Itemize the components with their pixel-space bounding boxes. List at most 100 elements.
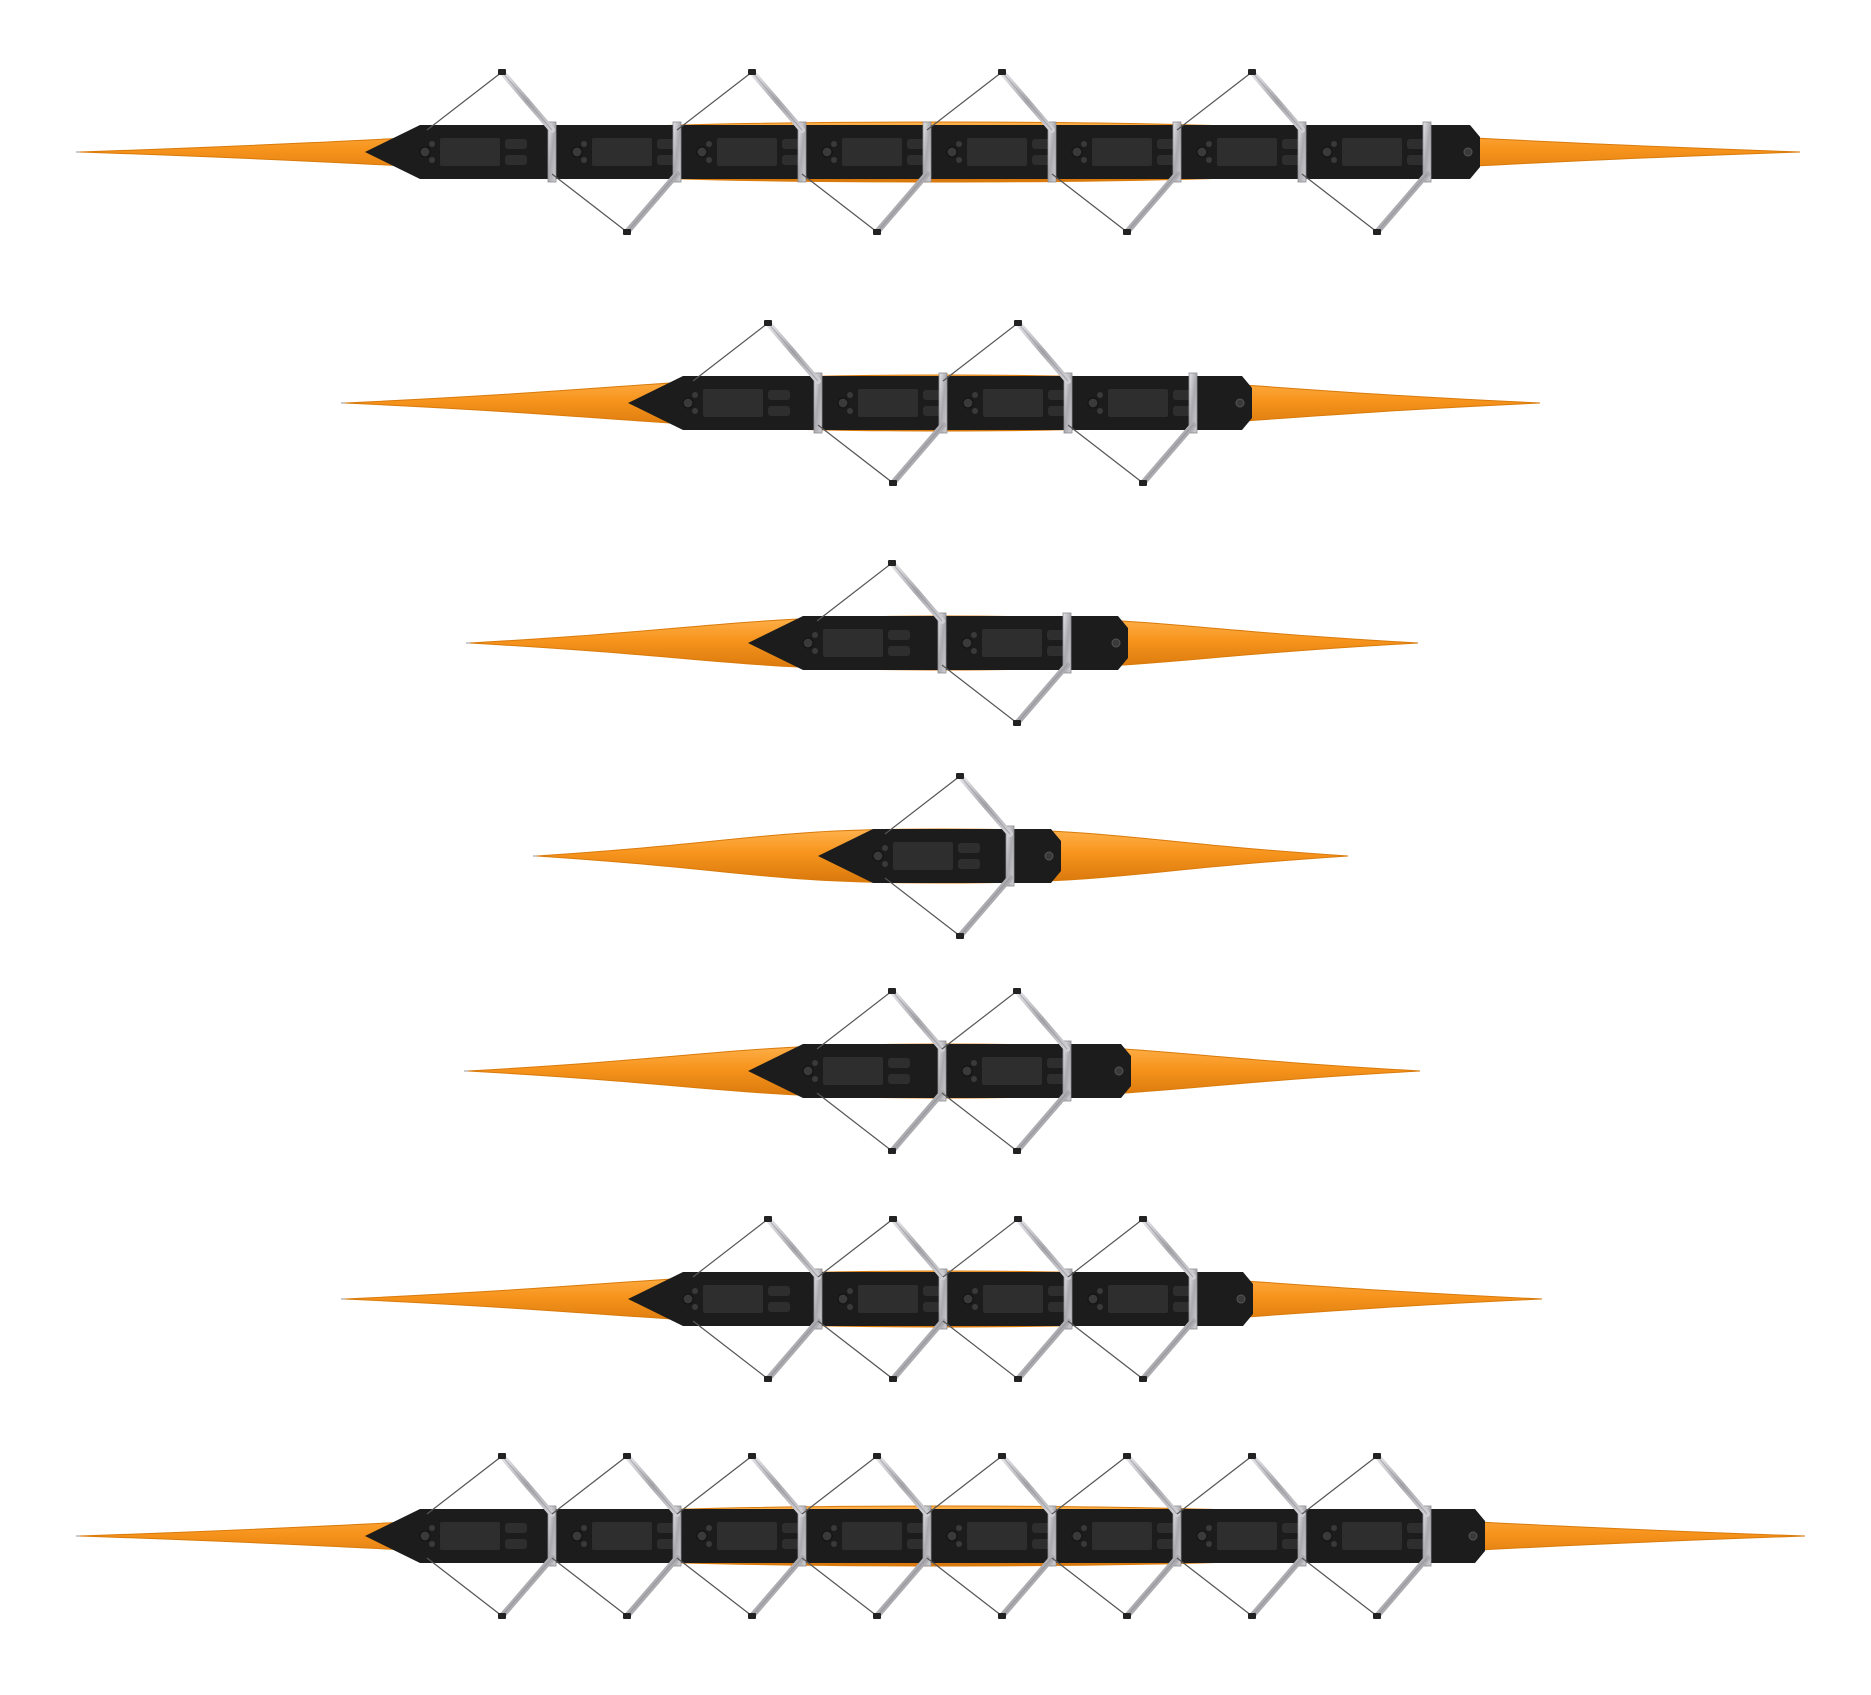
oarlock — [889, 1216, 897, 1222]
rigger-crossbar — [547, 1505, 557, 1567]
footstretcher — [768, 406, 790, 416]
rigger-stay — [884, 877, 961, 937]
seat-bolt — [882, 861, 888, 867]
seat-bolt — [972, 1288, 978, 1294]
rigger-crossbar — [1297, 1505, 1307, 1567]
seat-bolt — [812, 632, 818, 638]
rigger-stay — [1051, 1455, 1128, 1515]
rigger-stay — [676, 71, 753, 131]
seat-bolt — [962, 1293, 974, 1305]
oarlock — [998, 1613, 1006, 1619]
seat-bolt — [972, 408, 978, 414]
rigger-arm-edge — [876, 1455, 928, 1515]
seat-slide — [440, 138, 500, 166]
rigger-arm-edge — [876, 173, 928, 233]
seat-bolt — [956, 1525, 962, 1531]
seat-bolt — [821, 146, 833, 158]
rigger-stay — [884, 775, 961, 835]
footstretcher — [505, 1539, 527, 1549]
rigger-stay — [926, 1455, 1003, 1515]
seat-slide — [842, 138, 902, 166]
rigger-arm-edge — [876, 1557, 928, 1617]
rigger-arm-edge — [501, 1557, 553, 1617]
rigger-stay — [692, 322, 769, 382]
rigger-crossbar — [1188, 372, 1198, 434]
rigger-crossbar — [813, 1268, 823, 1330]
rigger-arm-edge — [751, 71, 803, 131]
seat-slide — [440, 1522, 500, 1550]
rigger-arm-edge — [767, 322, 819, 382]
footstretcher — [768, 1302, 790, 1312]
seat-bolt — [1331, 1525, 1337, 1531]
oarlock — [1014, 1216, 1022, 1222]
oarlock — [1014, 320, 1022, 326]
oarlock — [1373, 229, 1381, 235]
seat-bolt — [1331, 157, 1337, 163]
seat-bolt — [837, 397, 849, 409]
rigger-stay — [942, 1320, 1019, 1380]
oarlock — [1013, 988, 1021, 994]
seat-bolt — [1206, 1541, 1212, 1547]
rigger-arm-edge — [1376, 1557, 1428, 1617]
rigger-arm-edge — [892, 1320, 944, 1380]
boat-four-sweep — [341, 320, 1541, 486]
seat-bolt — [706, 157, 712, 163]
rigger-stay — [551, 1557, 628, 1617]
seat-slide — [1342, 1522, 1402, 1550]
seat-bolt — [682, 1293, 694, 1305]
seat-bolt — [1196, 146, 1208, 158]
seat-slide — [1217, 1522, 1277, 1550]
oarlock — [873, 1613, 881, 1619]
oarlock — [1123, 1613, 1131, 1619]
rigger-stay — [1051, 173, 1128, 233]
rigger-arm-edge — [626, 1455, 678, 1515]
oarlock — [873, 1453, 881, 1459]
seat-bolt — [1087, 397, 1099, 409]
seat-bolt — [961, 637, 973, 649]
seat-bolt — [802, 637, 814, 649]
oarlock — [998, 69, 1006, 75]
seat-bolt — [1081, 141, 1087, 147]
rigger-crossbar — [547, 121, 557, 183]
rigger-stay — [1176, 71, 1253, 131]
rigger-stay — [926, 1557, 1003, 1617]
stern-fitting — [1236, 1294, 1246, 1304]
seat-bolt — [706, 1525, 712, 1531]
seat-bolt — [429, 157, 435, 163]
footstretcher — [888, 630, 910, 640]
seat-bolt — [802, 1065, 814, 1077]
rigger-stay — [1176, 1557, 1253, 1617]
rigger-arm-edge — [767, 1218, 819, 1278]
footstretcher — [505, 1523, 527, 1533]
seat-bolt — [1087, 1293, 1099, 1305]
rigger-arm-edge — [959, 877, 1011, 937]
deck-cockpit — [365, 125, 1480, 179]
seat-bolt — [872, 850, 884, 862]
footstretcher — [888, 1058, 910, 1068]
rigger-crossbar — [1422, 121, 1432, 183]
seat-bolt — [971, 632, 977, 638]
seat-bolt — [812, 1060, 818, 1066]
rigger-stay — [1301, 1455, 1378, 1515]
rigger-stay — [1301, 1557, 1378, 1617]
rigger-stay — [801, 1455, 878, 1515]
oarlock — [623, 1453, 631, 1459]
rigger-stay — [941, 1092, 1018, 1152]
oarlock — [1373, 1613, 1381, 1619]
rigger-stay — [817, 1320, 894, 1380]
footstretcher — [888, 646, 910, 656]
oarlock — [1013, 1148, 1021, 1154]
seat-bolt — [429, 141, 435, 147]
seat-bolt — [696, 146, 708, 158]
oarlock — [1123, 1453, 1131, 1459]
rigger-crossbar — [922, 1505, 932, 1567]
boat-octuple-scull — [76, 1453, 1806, 1619]
rigger-stay — [426, 71, 503, 131]
oarlock — [888, 988, 896, 994]
rigger-arm-edge — [1016, 990, 1068, 1050]
rigger-stay — [551, 1455, 628, 1515]
seat-bolt — [971, 1060, 977, 1066]
boat-quad-scull — [341, 1216, 1543, 1382]
seat-slide — [1108, 1285, 1168, 1313]
